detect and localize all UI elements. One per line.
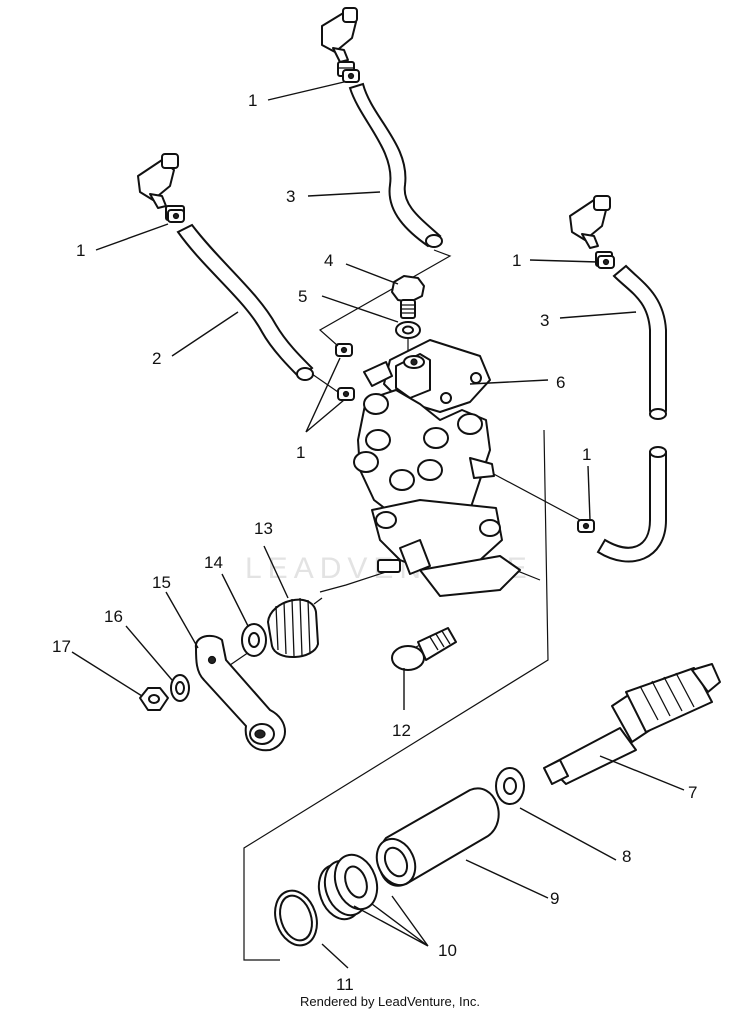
sealing-washer (395, 321, 421, 339)
shaft-bushing (375, 787, 500, 887)
hose-3-upper (348, 82, 443, 248)
callout-15: 15 (152, 573, 171, 592)
callout-11: 11 (336, 975, 354, 994)
return-spring (267, 597, 323, 659)
hose-clamp-mid-2 (337, 387, 355, 401)
banjo-bolt (391, 275, 425, 319)
assembly-lines (213, 249, 581, 961)
hose-clamp-right (597, 255, 615, 269)
callout-4: 4 (324, 251, 333, 270)
callout-1: 1 (512, 251, 521, 270)
callout-16: 16 (104, 607, 123, 626)
leader-lines (71, 81, 685, 969)
snap-ring (274, 889, 318, 947)
hose-clamp-mid-1 (335, 343, 353, 357)
hose-clamp-lower-right (577, 519, 595, 533)
nozzle-top (321, 7, 358, 77)
lock-washer (170, 674, 190, 702)
callout-7: 7 (688, 783, 697, 802)
mounting-bolt (391, 627, 457, 671)
callout-3: 3 (540, 311, 549, 330)
callout-1: 1 (296, 443, 305, 462)
callout-17: 17 (52, 637, 71, 656)
nozzle-left (137, 153, 185, 221)
callout-2: 2 (152, 349, 161, 368)
callout-12: 12 (392, 721, 411, 740)
oil-pump-assembly (353, 339, 521, 597)
control-lever (194, 634, 286, 752)
callout-6: 6 (556, 373, 565, 392)
hose-clamp-left (167, 209, 185, 223)
callout-13: 13 (254, 519, 273, 538)
drive-gear-shaft (543, 663, 721, 785)
callout-10: 10 (438, 941, 457, 960)
callout-labels: 1 3 1 2 4 5 1 3 6 1 1 13 14 15 16 17 12 … (52, 91, 697, 994)
hose-lower-right (596, 446, 667, 563)
hose-clamp-top (342, 69, 360, 83)
callout-5: 5 (298, 287, 307, 306)
spring-washer (241, 623, 267, 657)
oil-seals (317, 853, 379, 921)
footer-credit: Rendered by LeadVenture, Inc. (300, 994, 480, 1009)
thrust-washer (495, 767, 525, 805)
callout-8: 8 (622, 847, 631, 866)
callout-3: 3 (286, 187, 295, 206)
hex-nut (139, 687, 169, 711)
callout-9: 9 (550, 889, 559, 908)
hose-2 (176, 223, 314, 381)
callout-1: 1 (248, 91, 257, 110)
callout-1: 1 (76, 241, 85, 260)
callout-1: 1 (582, 445, 591, 464)
callout-14: 14 (204, 553, 223, 572)
hose-3-right (612, 264, 667, 420)
